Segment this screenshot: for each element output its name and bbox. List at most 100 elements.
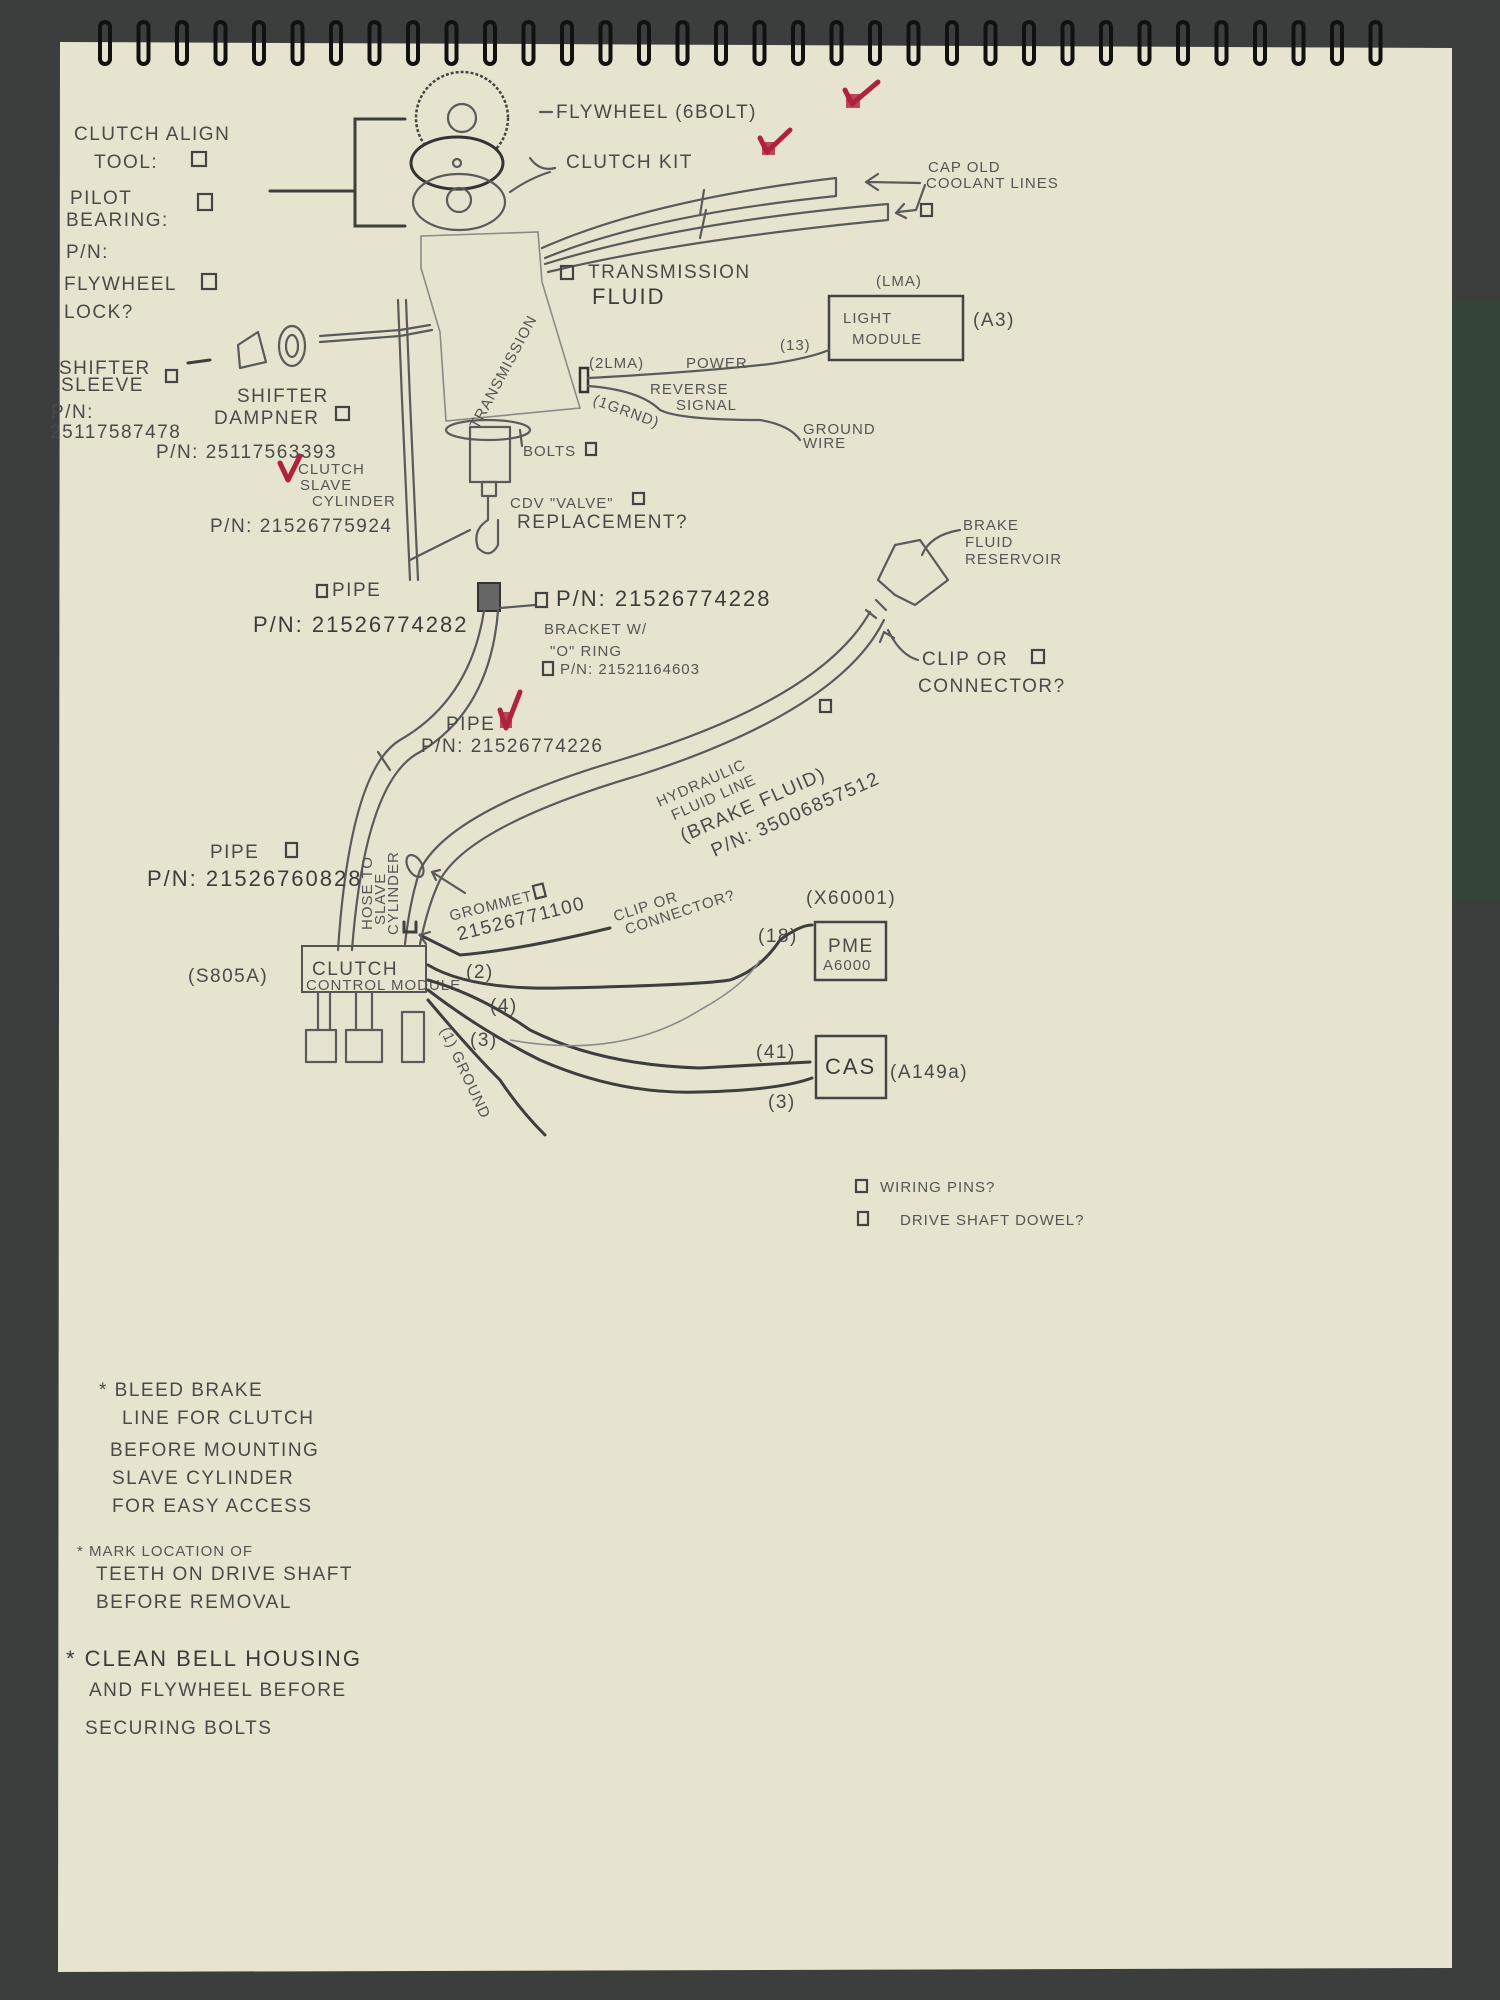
svg-text:P/N: 21526774282: P/N: 21526774282	[253, 612, 469, 637]
shifter-drawing	[186, 298, 434, 582]
note-clean-bell-housing: * CLEAN BELL HOUSING AND FLYWHEEL BEFORE…	[66, 1646, 362, 1739]
coolant-lines: CAP OLD COOLANT LINES	[540, 159, 1059, 274]
brake-fluid-reservoir: BRAKE FLUID RESERVOIR	[864, 517, 1062, 620]
connector	[578, 366, 590, 394]
light-module-box	[827, 294, 965, 362]
spiral-ring	[1022, 20, 1036, 66]
svg-text:25117587478: 25117587478	[50, 422, 181, 443]
spiral-ring	[983, 20, 998, 66]
checkbox	[584, 441, 598, 457]
spiral-ring	[1137, 20, 1152, 66]
svg-text:SLAVE: SLAVE	[300, 477, 352, 494]
spiral-ring	[945, 20, 959, 66]
svg-text:SLAVE CYLINDER: SLAVE CYLINDER	[112, 1468, 294, 1489]
bracket-o-ring: P/N: 21526774228 BRACKET W/ "O" RING P/N…	[498, 586, 772, 678]
check-mark-icon	[842, 79, 881, 107]
svg-text:TRANSMISSION: TRANSMISSION	[588, 262, 751, 283]
spiral-ring	[1368, 20, 1383, 66]
spiral-ring	[868, 20, 882, 66]
slave-cylinder-drawing: BOLTS CDV "VALVE" REPLACEMENT?	[408, 418, 688, 562]
svg-text:P/N: 21526774228: P/N: 21526774228	[556, 586, 772, 611]
spiral-ring	[521, 20, 536, 66]
svg-text:SIGNAL: SIGNAL	[676, 397, 737, 414]
svg-text:LINE FOR CLUTCH: LINE FOR CLUTCH	[122, 1408, 314, 1429]
checkbox	[919, 202, 934, 218]
cas-module: CAS (A149a) (41) (3)	[756, 1034, 968, 1113]
pipe-joint	[376, 750, 392, 772]
checkbox	[856, 1210, 870, 1227]
checkbox	[854, 1178, 869, 1194]
shifter-sleeve: SHIFTER SLEEVE P/N: 25117587478	[50, 358, 181, 443]
svg-text:* CLEAN BELL HOUSING: * CLEAN BELL HOUSING	[66, 1646, 362, 1671]
svg-text:(2): (2)	[466, 962, 494, 983]
svg-text:BEFORE REMOVAL: BEFORE REMOVAL	[96, 1592, 292, 1613]
ccm-box	[301, 945, 427, 993]
svg-text:BOLTS: BOLTS	[523, 443, 576, 460]
checkbox	[315, 583, 329, 599]
check-mark-icon	[497, 689, 523, 731]
svg-text:BEARING:: BEARING:	[66, 210, 169, 231]
svg-text:FLYWHEEL: FLYWHEEL	[64, 274, 177, 295]
svg-text:WIRING PINS?: WIRING PINS?	[880, 1179, 995, 1196]
svg-text:CLUTCH: CLUTCH	[298, 461, 365, 478]
clutch-slave-cylinder: CLUTCH SLAVE CYLINDER P/N: 21526775924	[210, 453, 396, 537]
svg-text:REPLACEMENT?: REPLACEMENT?	[517, 512, 688, 533]
todo-list: WIRING PINS? DRIVE SHAFT DOWEL?	[854, 1178, 1083, 1229]
spiral-ring	[1099, 20, 1113, 66]
cas-box	[814, 1034, 888, 1100]
pme-box	[813, 920, 888, 982]
svg-text:"O" RING: "O" RING	[550, 643, 622, 660]
svg-text:PIPE: PIPE	[210, 842, 259, 863]
svg-text:(18): (18)	[758, 926, 798, 947]
svg-text:RESERVOIR: RESERVOIR	[965, 551, 1062, 568]
spiral-ring	[560, 20, 574, 66]
flywheel-label: FLYWHEEL (6BOLT)	[538, 79, 881, 123]
checkbox	[200, 272, 218, 291]
checkbox	[1030, 648, 1046, 665]
pipe-21526774226: PIPE P/N: 21526774226	[421, 689, 602, 757]
note-mark-teeth: * MARK LOCATION OF TEETH ON DRIVE SHAFT …	[77, 1543, 351, 1613]
spiral-ring	[1214, 20, 1229, 66]
hose-to-slave-cylinder: HOSE TO SLAVE CYLINDER	[359, 851, 402, 935]
spiral-ring	[367, 20, 382, 66]
svg-text:FLYWHEEL (6BOLT): FLYWHEEL (6BOLT)	[556, 102, 757, 123]
spiral-ring	[175, 20, 189, 66]
svg-text:CLUTCH KIT: CLUTCH KIT	[566, 152, 693, 173]
spiral-ring	[598, 20, 613, 66]
svg-text:CAP OLD: CAP OLD	[928, 159, 1001, 176]
checkbox	[541, 660, 555, 677]
flywheel-drawing	[409, 70, 510, 232]
svg-text:COOLANT LINES: COOLANT LINES	[926, 175, 1059, 192]
svg-text:WIRE: WIRE	[803, 435, 846, 452]
svg-text:CYLINDER: CYLINDER	[312, 493, 396, 510]
pilot-bearing: PILOT BEARING: P/N:	[66, 188, 214, 263]
spiral-ring	[791, 20, 805, 66]
flywheel-lock: FLYWHEEL LOCK?	[64, 272, 218, 323]
svg-text:SHIFTER: SHIFTER	[59, 358, 151, 379]
spiral-ring	[444, 20, 459, 66]
spiral-ring	[252, 20, 266, 66]
checkbox	[190, 150, 208, 168]
svg-text:MODULE: MODULE	[852, 331, 922, 348]
svg-text:HOSE TO: HOSE TO	[359, 856, 376, 930]
bracket-line	[268, 117, 407, 228]
svg-text:(A149a): (A149a)	[890, 1062, 968, 1083]
svg-text:A6000: A6000	[823, 957, 871, 974]
svg-text:SECURING BOLTS: SECURING BOLTS	[85, 1718, 272, 1739]
spiral-ring	[483, 20, 497, 66]
clutch-align-tool: CLUTCH ALIGN TOOL:	[74, 124, 229, 173]
svg-text:CONNECTOR?: CONNECTOR?	[918, 676, 1066, 697]
checkbox	[559, 264, 575, 281]
svg-text:BRACKET W/: BRACKET W/	[544, 621, 647, 638]
svg-text:(3): (3)	[470, 1030, 498, 1051]
check-mark-icon	[757, 127, 793, 155]
spiral-ring	[752, 20, 767, 66]
clutch-control-module: (S805A) CLUTCH CONTROL MODULE	[188, 945, 460, 1064]
svg-text:CAS: CAS	[825, 1054, 876, 1079]
checkbox	[196, 192, 214, 212]
svg-text:P/N:: P/N:	[66, 242, 109, 263]
svg-text:LIGHT: LIGHT	[843, 310, 892, 327]
svg-text:SLAVE: SLAVE	[372, 873, 389, 925]
svg-text:P/N: 21526775924: P/N: 21526775924	[210, 516, 392, 537]
checkbox	[284, 841, 299, 859]
